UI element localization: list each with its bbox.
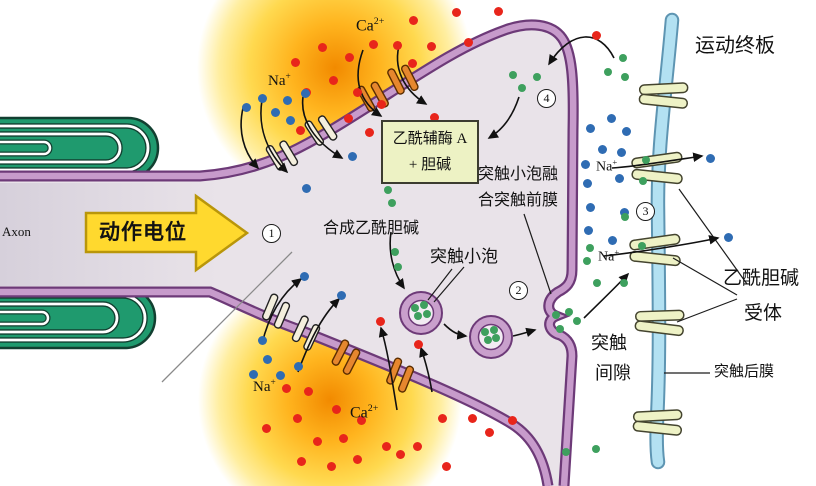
calcium-label-bottom: Ca2+ bbox=[350, 403, 379, 422]
step-3-badge: 3 bbox=[636, 202, 655, 221]
synaptic-cleft-label-line2: 间隙 bbox=[595, 363, 631, 383]
leader-lines bbox=[427, 188, 748, 374]
calcium-label-top: Ca2+ bbox=[356, 16, 385, 35]
box-line-1: 乙酰辅酶 A bbox=[392, 130, 468, 147]
step-2-badge: 2 bbox=[509, 281, 528, 300]
postsynaptic-membrane-label: 突触后膜 bbox=[714, 364, 775, 380]
flow-arrows bbox=[240, 36, 720, 411]
vesicle-move-arrow-2 bbox=[512, 327, 537, 338]
axon-label: Axon bbox=[2, 224, 31, 239]
step-1-badge: 1 bbox=[262, 224, 281, 243]
myelin-sheath-top bbox=[0, 116, 160, 180]
synaptic-cleft-label-line1: 突触 bbox=[591, 333, 627, 353]
step-4-badge: 4 bbox=[537, 89, 556, 108]
ca-influx-arrow-bottom-1 bbox=[378, 326, 398, 411]
postsynaptic-membrane-band bbox=[649, 12, 680, 470]
na-through-receptor-arrow-2 bbox=[603, 235, 720, 257]
ach-receptor-label-line1: 乙酰胆碱 bbox=[723, 268, 800, 289]
na-through-receptor-arrow-1 bbox=[611, 152, 704, 169]
sodium-label-right-2: Na+ bbox=[598, 247, 620, 265]
choline-recycle-arrow bbox=[548, 36, 615, 66]
na-influx-arrow-top-3 bbox=[301, 96, 344, 159]
choline-to-box-arrow bbox=[487, 96, 520, 139]
na-influx-arrow-top-1 bbox=[240, 107, 260, 170]
ach-receptor-closed-3 bbox=[632, 409, 683, 436]
motor-end-plate-label: 运动终板 bbox=[695, 35, 775, 57]
sodium-label-bottom-left: Na+ bbox=[253, 378, 276, 395]
ach-release-arrow bbox=[583, 272, 630, 319]
calcium-channel-bottom-2 bbox=[386, 357, 415, 393]
myelin-sheath-bottom bbox=[0, 286, 157, 350]
box-line-2: + 胆碱 bbox=[408, 157, 452, 173]
ach-receptor-closed-1 bbox=[638, 82, 689, 109]
membrane-pointer-line bbox=[161, 251, 293, 383]
na-influx-arrow-top-2 bbox=[260, 99, 289, 174]
action-potential-label: 动作电位 bbox=[99, 220, 187, 244]
sodium-label-right-1: Na+ bbox=[596, 157, 618, 175]
ach-receptor-closed-2 bbox=[634, 309, 685, 337]
ach-receptor-label-line2: 受体 bbox=[744, 303, 783, 324]
calcium-channel-bottom-1 bbox=[331, 339, 361, 375]
ach-to-vesicle-arrow bbox=[389, 231, 405, 290]
action-potential-arrow bbox=[84, 193, 250, 273]
vesicle-fusion-label: 突触小泡融 合突触前膜 bbox=[478, 166, 559, 209]
sodium-channel-bottom-1 bbox=[262, 293, 291, 329]
synaptic-vesicle-label: 突触小泡 bbox=[430, 247, 498, 266]
acetyl-coa-choline-box: 乙酰辅酶 A + 胆碱 bbox=[381, 120, 479, 184]
synthesize-ach-label: 合成乙酰胆碱 bbox=[323, 220, 420, 237]
calcium-channel-top-2 bbox=[387, 64, 419, 95]
vesicle-move-arrow-1 bbox=[443, 323, 468, 340]
sodium-label-top-left: Na+ bbox=[268, 72, 291, 89]
ca-influx-arrow-bottom-2 bbox=[419, 346, 433, 393]
